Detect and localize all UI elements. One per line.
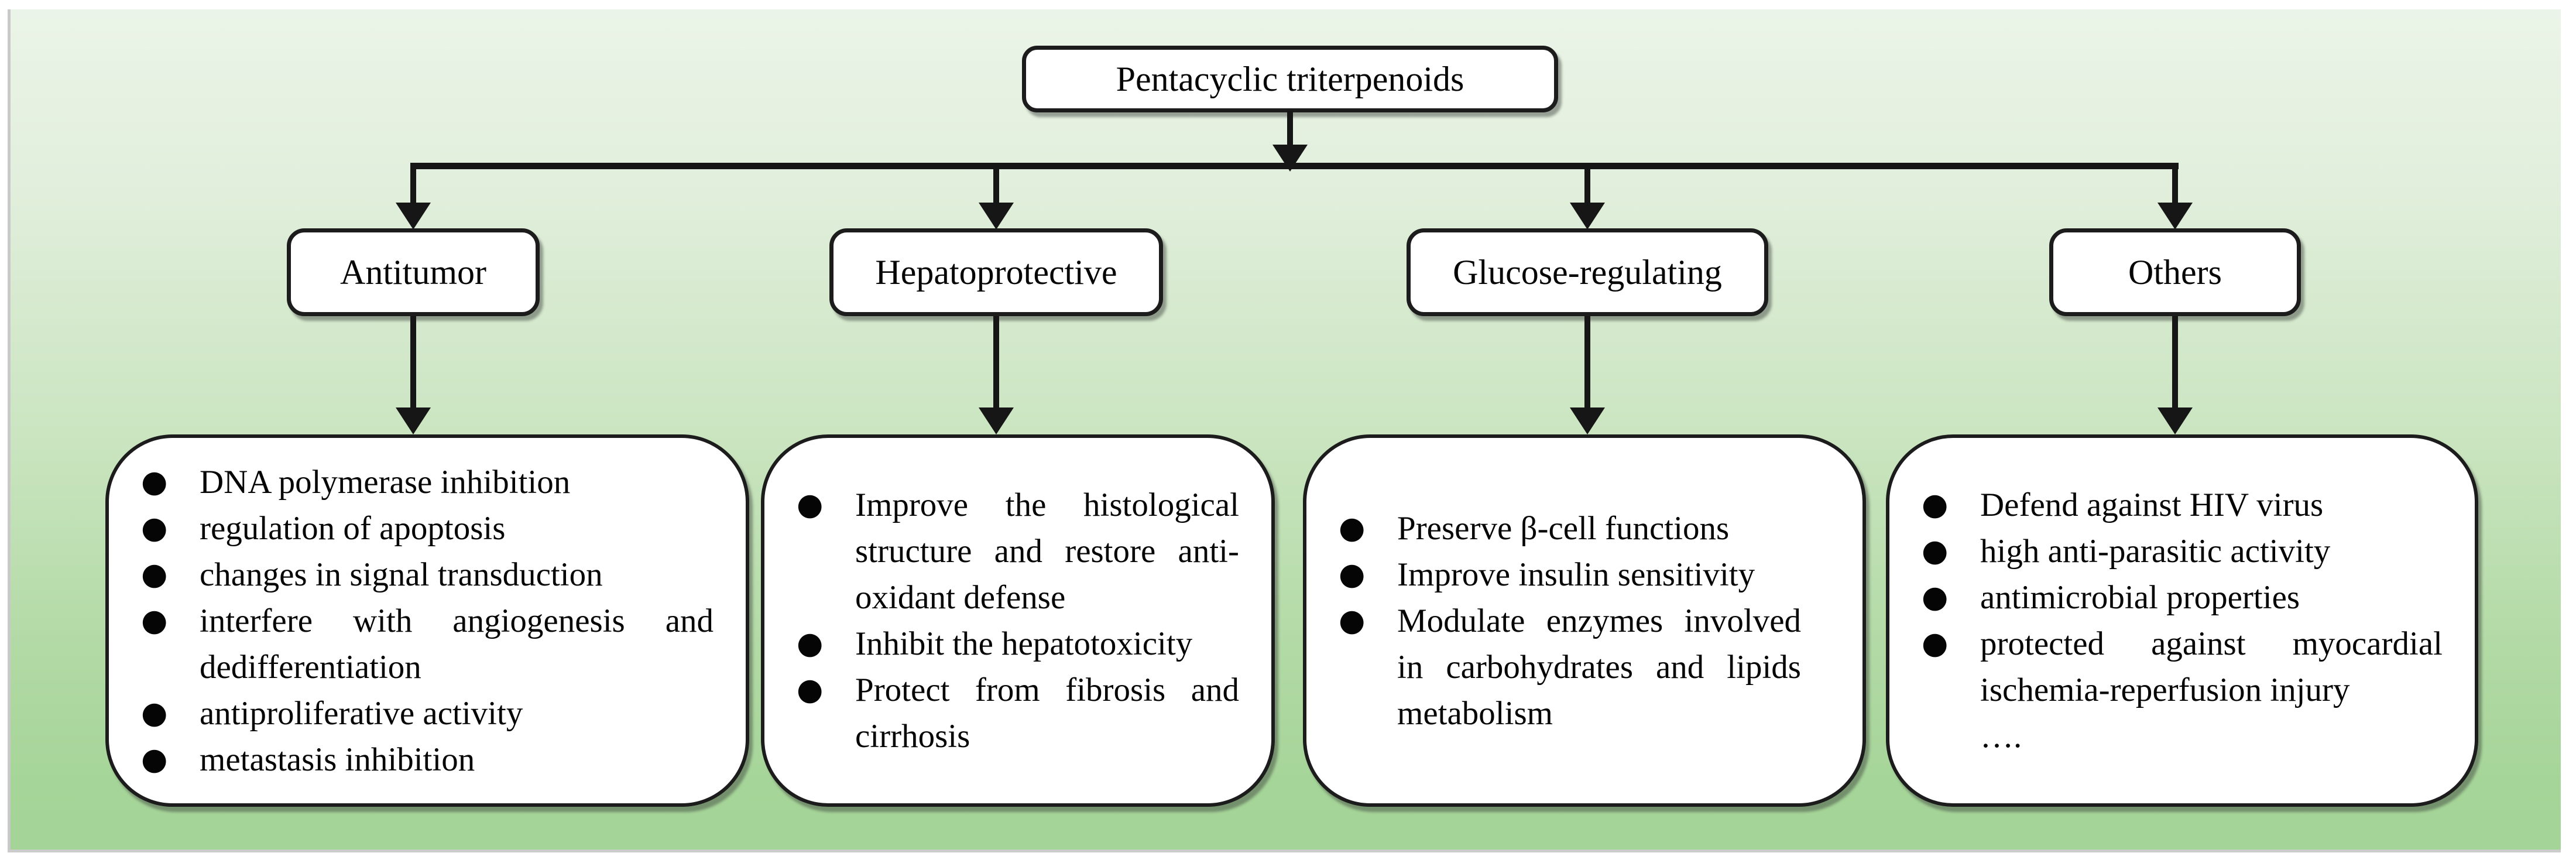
branch-label: Glucose-regulating bbox=[1453, 252, 1722, 292]
bullet-icon: ● bbox=[141, 602, 168, 638]
list-item-text: Defend against HIV virus bbox=[1980, 487, 2324, 523]
bullet-icon: ● bbox=[141, 695, 168, 731]
bullet-icon: ● bbox=[797, 672, 824, 707]
list-item-text: DNA polymerase inhibition bbox=[200, 463, 571, 501]
connector-line bbox=[2172, 166, 2178, 204]
branch-box-hepatoprotective: Hepatoprotective bbox=[829, 228, 1163, 316]
bullet-icon: ● bbox=[797, 626, 824, 661]
connector-line bbox=[1584, 166, 1590, 204]
list-item-text: protected against myocardial ischemia-re… bbox=[1980, 625, 2443, 708]
list-item: …. bbox=[1922, 713, 2443, 759]
detail-box-hepatoprotective: ● Improve the histological structure and … bbox=[761, 434, 1275, 807]
connector-line bbox=[410, 163, 2179, 169]
benefit-list: ● Improve the histological structure and … bbox=[764, 438, 1271, 803]
list-item-text: regulation of apoptosis bbox=[200, 509, 506, 547]
branch-label: Hepatoprotective bbox=[875, 252, 1117, 292]
root-box-pentacyclic-triterpenoids: Pentacyclic triterpenoids bbox=[1022, 46, 1558, 112]
list-item-text: Preserve β-cell functions bbox=[1397, 509, 1730, 547]
list-item-text: …. bbox=[1980, 718, 2022, 755]
list-item: ● interfere with angiogenesis and dediffe… bbox=[141, 598, 714, 690]
bullet-icon: ● bbox=[1922, 580, 1949, 615]
connector-line bbox=[2172, 316, 2178, 409]
connector-line bbox=[410, 316, 416, 409]
bullet-icon: ● bbox=[141, 464, 168, 499]
list-item: ● Inhibit the hepatotoxicity bbox=[797, 621, 1239, 667]
detail-box-others: ● Defend against HIV virus ● high anti-para… bbox=[1886, 434, 2478, 807]
bullet-icon: ● bbox=[1339, 556, 1366, 592]
list-item-text: Modulate enzymes involved in carbohydrat… bbox=[1397, 602, 1801, 732]
list-item-text: Inhibit the hepatotoxicity bbox=[855, 625, 1193, 662]
arrow-down-icon bbox=[396, 203, 431, 230]
list-item-text: metastasis inhibition bbox=[200, 741, 475, 778]
list-item: ● changes in signal transduction bbox=[141, 552, 714, 598]
bullet-icon: ● bbox=[1922, 487, 1949, 522]
list-item-text: antiproliferative activity bbox=[200, 694, 523, 732]
arrow-down-icon bbox=[979, 407, 1014, 434]
bullet-icon: ● bbox=[141, 510, 168, 546]
list-item-text: high anti-parasitic activity bbox=[1980, 533, 2331, 570]
benefit-list: ● Defend against HIV virus ● high anti-para… bbox=[1889, 438, 2475, 803]
list-item: ● DNA polymerase inhibition bbox=[141, 459, 714, 505]
arrow-down-icon bbox=[979, 203, 1014, 230]
detail-box-glucose-regulating: ● Preserve β-cell functions ● Improve insul… bbox=[1303, 434, 1866, 807]
arrow-down-icon bbox=[1570, 203, 1605, 230]
list-item: ● Improve the histological structure and … bbox=[797, 482, 1239, 621]
connector-line bbox=[1287, 111, 1293, 147]
list-item-text: Improve the histological structure and r… bbox=[855, 487, 1239, 616]
list-item-text: interfere with angiogenesis and dediffer… bbox=[200, 602, 714, 686]
list-item: ● antimicrobial properties bbox=[1922, 574, 2443, 621]
list-item-text: changes in signal transduction bbox=[200, 556, 603, 593]
list-item: ● Modulate enzymes involved in carbohydra… bbox=[1339, 598, 1801, 737]
bullet-icon: ● bbox=[1922, 626, 1949, 661]
list-item-text: Protect from fibrosis and cirrhosis bbox=[855, 672, 1239, 755]
bullet-icon: ● bbox=[141, 741, 168, 777]
list-item: ● Preserve β-cell functions bbox=[1339, 505, 1801, 552]
list-item-text: Improve insulin sensitivity bbox=[1397, 556, 1755, 593]
branch-label: Antitumor bbox=[340, 252, 486, 292]
list-item: ● antiproliferative activity bbox=[141, 690, 714, 737]
branch-box-glucose-regulating: Glucose-regulating bbox=[1407, 228, 1768, 316]
branch-label: Others bbox=[2128, 252, 2222, 292]
bullet-icon: ● bbox=[1339, 602, 1366, 638]
benefit-list: ● Preserve β-cell functions ● Improve insul… bbox=[1306, 438, 1862, 803]
benefit-list: ● DNA polymerase inhibition ● regulation of… bbox=[109, 438, 746, 803]
arrow-down-icon bbox=[2157, 407, 2193, 434]
list-item: ● regulation of apoptosis bbox=[141, 505, 714, 552]
list-item: ● Defend against HIV virus bbox=[1922, 482, 2443, 528]
connector-line bbox=[993, 316, 999, 409]
branch-box-antitumor: Antitumor bbox=[287, 228, 540, 316]
detail-box-antitumor: ● DNA polymerase inhibition ● regulation of… bbox=[105, 434, 749, 807]
root-box-label: Pentacyclic triterpenoids bbox=[1116, 59, 1464, 98]
connector-line bbox=[1584, 316, 1590, 409]
list-item-text: antimicrobial properties bbox=[1980, 579, 2300, 616]
list-item: ● high anti-parasitic activity bbox=[1922, 528, 2443, 574]
list-item: ● Improve insulin sensitivity bbox=[1339, 552, 1801, 598]
list-item: ● metastasis inhibition bbox=[141, 737, 714, 783]
connector-line bbox=[993, 166, 999, 204]
arrow-down-icon bbox=[396, 407, 431, 434]
list-item: ● Protect from fibrosis and cirrhosis bbox=[797, 667, 1239, 759]
arrow-down-icon bbox=[2157, 203, 2193, 230]
bullet-icon: ● bbox=[1922, 533, 1949, 569]
bullet-icon: ● bbox=[141, 556, 168, 592]
arrow-down-icon bbox=[1570, 407, 1605, 434]
bullet-icon: ● bbox=[1339, 510, 1366, 546]
bullet-icon: ● bbox=[797, 487, 824, 522]
connector-line bbox=[410, 166, 416, 204]
list-item: ● protected against myocardial ischemia-r… bbox=[1922, 621, 2443, 713]
branch-box-others: Others bbox=[2049, 228, 2301, 316]
